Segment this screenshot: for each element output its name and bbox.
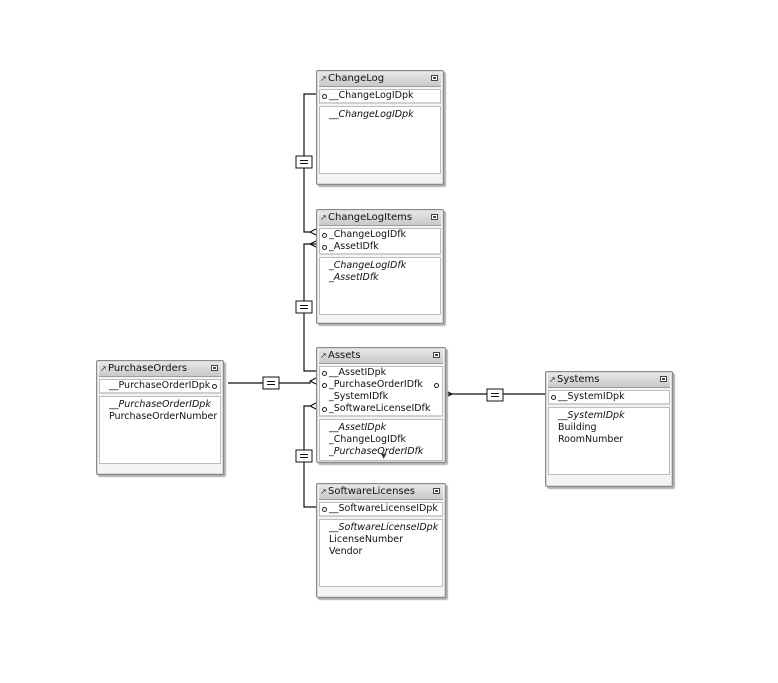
field-list: _ChangeLogIDfk _AssetIDfk (319, 257, 441, 315)
collapse-icon[interactable] (433, 352, 440, 358)
equals-operator-icon (295, 155, 313, 169)
table-assets[interactable]: ↗ Assets __AssetIDpk _PurchaseOrderIDfk … (316, 347, 446, 463)
key-connector-icon (322, 245, 327, 250)
key-field-row[interactable]: __AssetIDpk (320, 367, 442, 379)
equals-operator-icon (295, 300, 313, 314)
field-row[interactable]: __AssetIDpk (329, 422, 387, 433)
equals-operator-icon (295, 449, 313, 463)
collapse-icon[interactable] (211, 365, 218, 371)
field-row[interactable]: _ChangeLogIDfk (329, 434, 407, 445)
table-title: ChangeLog (328, 73, 385, 84)
key-connector-icon (322, 383, 327, 388)
operator-boxes (262, 155, 504, 463)
key-field-row[interactable]: __SoftwareLicenseIDpk (320, 503, 442, 515)
go-to-layout-arrow-icon[interactable]: ↗ (320, 213, 327, 222)
table-header[interactable]: ↗ Systems (548, 373, 670, 388)
key-field-row[interactable]: _ChangeLogIDfk (320, 229, 440, 241)
field-row[interactable]: __ChangeLogIDpk (329, 109, 414, 120)
table-header[interactable]: ↗ ChangeLogItems (319, 211, 441, 226)
table-header[interactable]: ↗ PurchaseOrders (99, 362, 221, 377)
table-header[interactable]: ↗ SoftwareLicenses (319, 485, 443, 500)
key-connector-icon (322, 407, 327, 412)
key-field-row[interactable]: _PurchaseOrderIDfk (320, 379, 442, 391)
key-field-row[interactable]: _SoftwareLicenseIDfk (320, 403, 442, 415)
field-row[interactable]: RoomNumber (558, 434, 624, 445)
collapse-icon[interactable] (660, 376, 667, 382)
table-title: SoftwareLicenses (328, 486, 415, 497)
go-to-layout-arrow-icon[interactable]: ↗ (549, 375, 556, 384)
key-connector-icon (322, 233, 327, 238)
field-row[interactable]: _PurchaseOrderIDfk (329, 446, 424, 457)
key-field-row[interactable]: __ChangeLogIDpk (320, 90, 440, 102)
field-row[interactable]: LicenseNumber (329, 534, 403, 545)
field-row[interactable]: _AssetIDfk (329, 272, 379, 283)
table-changelog[interactable]: ↗ ChangeLog __ChangeLogIDpk __ChangeLogI… (316, 70, 444, 185)
field-row[interactable]: _ChangeLogIDfk (329, 260, 407, 271)
key-field-row[interactable]: _AssetIDfk (320, 241, 440, 253)
table-title: PurchaseOrders (108, 363, 188, 374)
field-row[interactable]: Vendor (329, 546, 363, 557)
crowfoot-assets-softwarelicenses (309, 402, 317, 410)
table-title: Systems (557, 374, 600, 385)
field-row[interactable]: Building (558, 422, 597, 433)
field-row[interactable]: __PurchaseOrderIDpk (109, 399, 211, 410)
key-field-row[interactable]: _SystemIDfk (329, 391, 389, 402)
key-connector-icon (322, 371, 327, 376)
crowfoot-assets-purchaseorders (309, 377, 317, 385)
field-list: __SystemIDpk Building RoomNumber (548, 407, 670, 475)
field-list: __PurchaseOrderIDpk PurchaseOrderNumber (99, 396, 221, 464)
collapse-icon[interactable] (431, 214, 438, 220)
field-list: __ChangeLogIDpk (319, 106, 441, 174)
table-softwarelicenses[interactable]: ↗ SoftwareLicenses __SoftwareLicenseIDpk… (316, 483, 446, 598)
key-field-row[interactable]: __PurchaseOrderIDpk (100, 380, 220, 392)
key-fields: _ChangeLogIDfk _AssetIDfk (319, 228, 441, 255)
key-connector-icon (434, 383, 439, 388)
table-purchaseorders[interactable]: ↗ PurchaseOrders __PurchaseOrderIDpk __P… (96, 360, 224, 475)
go-to-layout-arrow-icon[interactable]: ↗ (320, 487, 327, 496)
crowfoot-changelogitems-changelog (309, 228, 317, 236)
table-systems[interactable]: ↗ Systems __SystemIDpk __SystemIDpk Buil… (545, 371, 673, 487)
equals-operator-icon (486, 388, 504, 402)
collapse-icon[interactable] (433, 488, 440, 494)
field-list: __AssetIDpk _ChangeLogIDfk _PurchaseOrde… (319, 419, 443, 461)
key-fields: __PurchaseOrderIDpk (99, 379, 221, 394)
table-header[interactable]: ↗ Assets (319, 349, 443, 364)
crowfoot-changelogitems-assets (309, 240, 317, 248)
key-field-row[interactable]: __SystemIDpk (549, 391, 669, 403)
key-fields: __AssetIDpk _PurchaseOrderIDfk _SystemID… (319, 366, 443, 417)
key-fields: __SoftwareLicenseIDpk (319, 502, 443, 517)
table-title: ChangeLogItems (328, 212, 413, 223)
table-changelogitems[interactable]: ↗ ChangeLogItems _ChangeLogIDfk _AssetID… (316, 209, 444, 324)
go-to-layout-arrow-icon[interactable]: ↗ (320, 351, 327, 360)
equals-operator-icon (262, 376, 280, 390)
crowfoot-assets-systems (445, 390, 453, 398)
table-title: Assets (328, 350, 361, 361)
key-fields: __ChangeLogIDpk (319, 89, 441, 104)
key-connector-icon (322, 507, 327, 512)
scroll-down-arrow-icon[interactable]: ▼ (381, 452, 387, 460)
key-fields: __SystemIDpk (548, 390, 670, 405)
field-list: __SoftwareLicenseIDpk LicenseNumber Vend… (319, 519, 443, 587)
key-connector-icon (322, 94, 327, 99)
key-connector-icon (551, 395, 556, 400)
field-row[interactable]: PurchaseOrderNumber (109, 411, 218, 422)
go-to-layout-arrow-icon[interactable]: ↗ (320, 74, 327, 83)
field-row[interactable]: __SystemIDpk (558, 410, 625, 421)
collapse-icon[interactable] (431, 75, 438, 81)
key-connector-icon (212, 384, 217, 389)
go-to-layout-arrow-icon[interactable]: ↗ (100, 364, 107, 373)
field-row[interactable]: __SoftwareLicenseIDpk (329, 522, 439, 533)
table-header[interactable]: ↗ ChangeLog (319, 72, 441, 87)
